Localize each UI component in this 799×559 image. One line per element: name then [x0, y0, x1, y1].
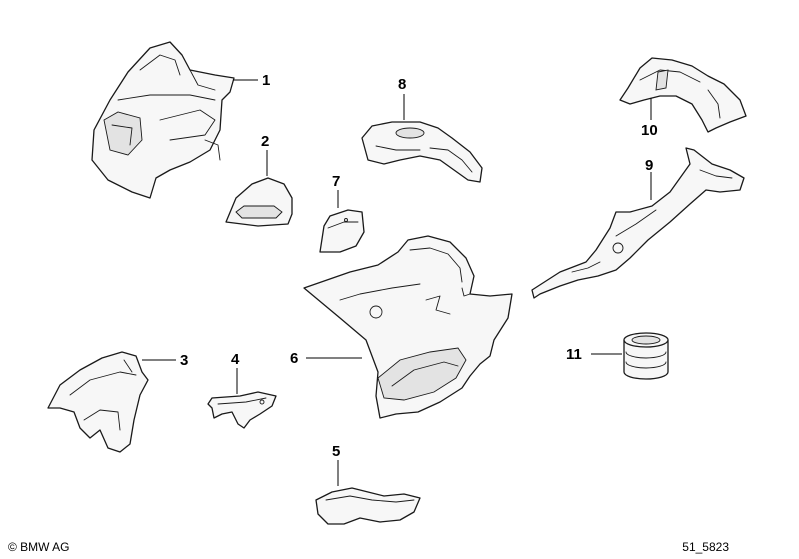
callout-9: 9	[645, 157, 653, 174]
part-5-lower-trim[interactable]	[315, 487, 421, 525]
callout-5: 5	[332, 443, 340, 460]
callout-1: 1	[262, 72, 270, 89]
part-11-roll[interactable]	[623, 332, 669, 380]
callout-7: 7	[332, 173, 340, 190]
callout-10: 10	[641, 122, 658, 139]
callout-6: 6	[290, 350, 298, 367]
callout-2: 2	[261, 133, 269, 150]
part-8-tank-cover[interactable]	[361, 121, 483, 183]
callout-3: 3	[180, 352, 188, 369]
part-1-front-fairing[interactable]	[91, 41, 235, 199]
part-7-small-panel[interactable]	[319, 209, 365, 253]
part-6-side-panel[interactable]	[303, 235, 513, 419]
callout-4: 4	[231, 351, 240, 368]
copyright-text: © BMW AG	[8, 540, 70, 554]
drawing-number: 51_5823	[682, 540, 729, 554]
part-10-rear-bracket[interactable]	[619, 57, 747, 133]
part-4-bracket[interactable]	[207, 391, 277, 429]
callout-8: 8	[398, 76, 406, 93]
part-3-side-fairing[interactable]	[47, 351, 149, 453]
part-2-trim-cover[interactable]	[225, 177, 293, 227]
part-9-frame-bracket[interactable]	[531, 147, 745, 299]
callout-11: 11	[566, 346, 582, 363]
